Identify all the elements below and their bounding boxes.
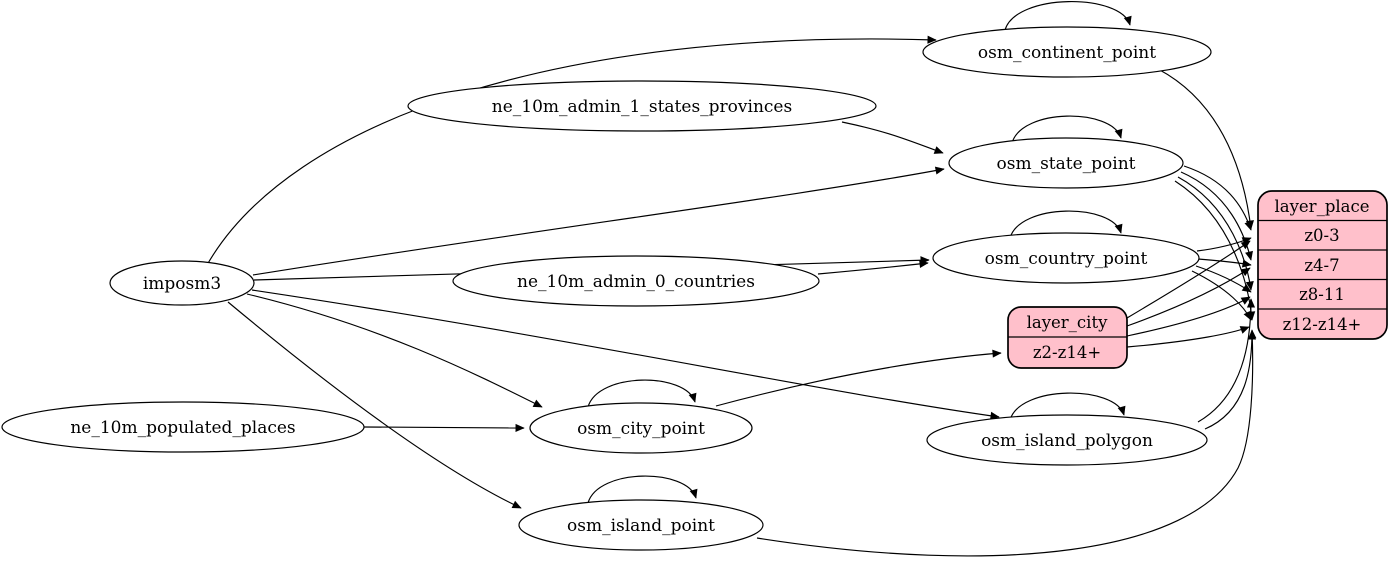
layer-place-row-z4: z4-7 [1304,256,1339,275]
edge-country-z0 [1196,237,1252,252]
osm-state-point-shape [948,137,1184,189]
osm-island-point-label: osm_island_point [567,516,715,536]
ne-10m-admin-0-shape [452,255,820,307]
node-osm-island-point: osm_island_point [518,499,764,551]
self-loop-city [587,379,697,408]
self-loop-continent [1004,1,1132,31]
node-group: imposm3 ne_10m_admin_1_states_provinces … [1,26,1388,551]
edge-islandpoint-z12 [756,329,1257,557]
edge-city-layercity [715,349,1002,407]
node-ne-10m-populated-places: ne_10m_populated_places [1,401,365,453]
layer-place-row-z8: z8-11 [1299,285,1345,304]
layer-place-row-z0: z0-3 [1304,226,1339,245]
edge-state-z0 [1183,165,1253,231]
edge-layercity-z4 [1126,267,1251,327]
edge-layercity-z0 [1126,240,1251,319]
node-osm-island-polygon: osm_island_polygon [926,414,1208,466]
edge-imposm3-state [252,166,945,276]
node-osm-continent-point: osm_continent_point [922,26,1212,78]
edge-islandpoly-z8 [1197,298,1256,423]
osm-city-point-label: osm_city_point [577,419,705,439]
osm-country-point-shape [932,232,1200,284]
edge-islandpoly-z12 [1204,330,1257,430]
node-osm-state-point: osm_state_point [948,137,1184,189]
self-loop-island-point [587,475,698,504]
edge-state-z8 [1177,176,1254,291]
imposm3-shape [109,260,255,306]
layer-place-row-z12: z12-z14+ [1283,315,1362,334]
layer-city-title: layer_city [1027,313,1108,332]
node-layer-place: layer_place z0-3 z4-7 z8-11 z12-z14+ [1257,190,1388,340]
osm-continent-point-shape [922,26,1212,78]
edge-group [206,1,1257,557]
layer-city-row-z2: z2-z14+ [1033,343,1101,362]
ne-10m-admin-0-label: ne_10m_admin_0_countries [517,272,755,292]
edge-imposm3-city [246,293,543,408]
osm-island-point-shape [518,499,764,551]
node-ne-10m-admin-0-countries: ne_10m_admin_0_countries [452,255,820,307]
imposm3-label: imposm3 [143,274,221,294]
node-layer-city: layer_city z2-z14+ [1007,306,1128,369]
edge-state-z4 [1180,171,1253,261]
edge-country-z4 [1197,258,1252,268]
ne-10m-admin-1-label: ne_10m_admin_1_states_provinces [492,97,792,117]
edge-nepop-city [363,423,525,432]
edge-continent-z0 [1157,68,1254,230]
edge-imposm3-island-polygon [251,289,1000,420]
edge-imposm3-island-point [227,301,522,509]
edge-country-z8 [1195,265,1252,293]
self-loop-country [1009,210,1123,239]
osm-continent-point-label: osm_continent_point [978,43,1156,63]
edge-ne0-country [817,259,929,275]
ne-10m-populated-places-shape [1,401,365,453]
osm-island-polygon-shape [926,414,1208,466]
edge-ne1-state [841,121,944,154]
node-imposm3: imposm3 [109,260,255,306]
ne-10m-populated-places-label: ne_10m_populated_places [70,418,295,438]
osm-state-point-label: osm_state_point [997,154,1136,174]
self-loop-state [1011,115,1123,144]
osm-country-point-label: osm_country_point [985,249,1148,269]
layer-place-title: layer_place [1274,197,1369,216]
node-osm-city-point: osm_city_point [529,402,753,454]
ne-10m-admin-1-shape [407,80,877,132]
edge-layercity-z8 [1126,296,1251,337]
osm-city-point-shape [529,402,753,454]
edge-layercity-z12 [1126,326,1250,348]
node-ne-10m-admin-1-states-provinces: ne_10m_admin_1_states_provinces [407,80,877,132]
self-loop-island-polygon [1009,392,1126,421]
osm-island-polygon-label: osm_island_polygon [981,431,1153,451]
edge-imposm3-continent [206,35,937,266]
node-osm-country-point: osm_country_point [932,232,1200,284]
layer-place-shape [1257,190,1388,340]
edge-country-z12 [1191,270,1252,321]
